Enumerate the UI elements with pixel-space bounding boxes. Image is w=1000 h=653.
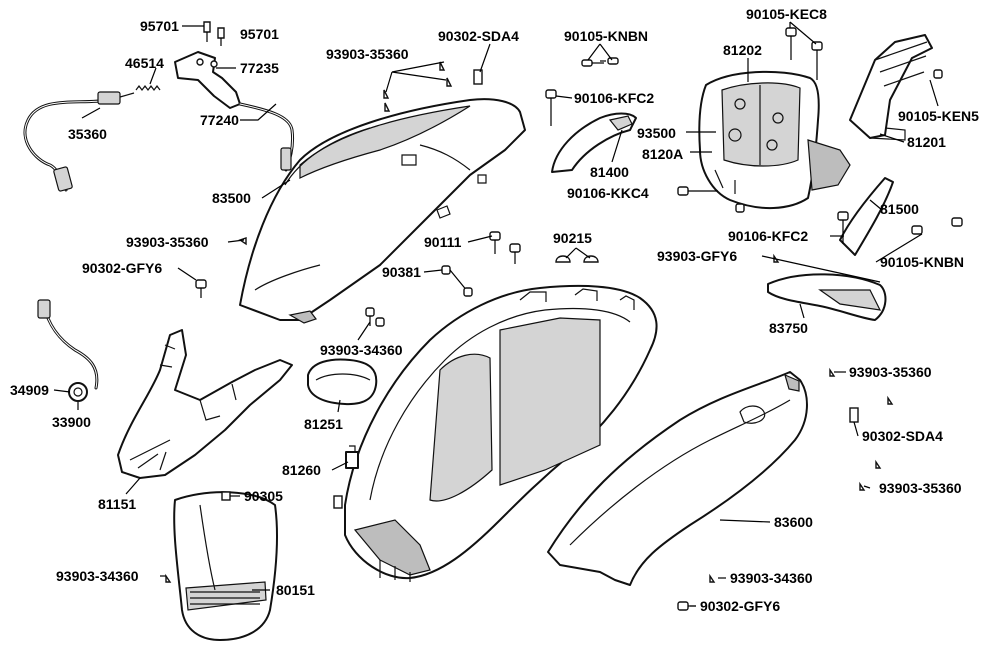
- seat-lock-cable: [23, 91, 135, 192]
- label-81151: 81151: [98, 496, 137, 512]
- seat: [698, 70, 851, 209]
- label-90302-GFY6-bottom: 90302-GFY6: [700, 598, 781, 614]
- front-lower-cover: [173, 491, 279, 641]
- seat-latch-bracket: [174, 51, 241, 109]
- lock-spring: [135, 85, 161, 91]
- body-cover-right: [547, 371, 808, 586]
- backrest-bracket: [849, 34, 933, 141]
- label-90302-SDA4-right: 90302-SDA4: [862, 428, 943, 444]
- label-83500: 83500: [212, 190, 251, 206]
- inner-cover: [117, 329, 293, 479]
- label-83600: 83600: [774, 514, 813, 530]
- latch-cable: [238, 102, 294, 172]
- luggage-box: [344, 284, 658, 582]
- label-34909: 34909: [10, 382, 49, 398]
- lid-clip: [345, 445, 359, 469]
- label-93903-34360-mid: 93903-34360: [320, 342, 403, 358]
- label-81260: 81260: [282, 462, 321, 478]
- label-93903-34360-left: 93903-34360: [56, 568, 139, 584]
- label-81400: 81400: [590, 164, 629, 180]
- label-33900: 33900: [52, 414, 91, 430]
- label-90106-KKC4: 90106-KKC4: [567, 185, 649, 201]
- label-90111: 90111: [424, 234, 462, 250]
- label-93903-35360-right-a: 93903-35360: [849, 364, 932, 380]
- label-95701-b: 95701: [240, 26, 279, 42]
- label-83750: 83750: [769, 320, 808, 336]
- label-80151: 80151: [276, 582, 315, 598]
- battery-lid: [307, 358, 378, 406]
- label-90105-KEC8: 90105-KEC8: [746, 6, 827, 22]
- label-8120A: 8120A: [642, 146, 684, 162]
- side-rail: [839, 177, 894, 256]
- label-81500: 81500: [880, 201, 919, 217]
- label-77235: 77235: [240, 60, 279, 76]
- label-93903-35360-top: 93903-35360: [326, 46, 409, 62]
- label-95701-a: 95701: [140, 18, 179, 34]
- label-90106-KFC2-right: 90106-KFC2: [728, 228, 809, 244]
- body-cover-left: [239, 98, 526, 324]
- label-90302-SDA4-top: 90302-SDA4: [438, 28, 519, 44]
- screw-95701-b: [217, 27, 225, 46]
- rear-carrier: [767, 273, 887, 321]
- label-90106-KFC2-top: 90106-KFC2: [574, 90, 655, 106]
- label-81251: 81251: [304, 416, 343, 432]
- label-93903-35360-right-b: 93903-35360: [879, 480, 962, 496]
- label-93903-GFY6: 93903-GFY6: [657, 248, 738, 264]
- screw-95701-a: [203, 21, 211, 42]
- grab-rail: [551, 112, 637, 173]
- label-93903-35360-left: 93903-35360: [126, 234, 209, 250]
- label-90105-KEN5: 90105-KEN5: [898, 108, 979, 124]
- label-90302-GFY6-left: 90302-GFY6: [82, 260, 163, 276]
- label-81201: 81201: [907, 134, 946, 150]
- label-90305: 90305: [244, 488, 283, 504]
- label-90105-KNBN-right: 90105-KNBN: [880, 254, 965, 270]
- leader-lines: [53, 21, 939, 607]
- label-93500: 93500: [637, 125, 676, 141]
- label-90215: 90215: [553, 230, 592, 246]
- label-35360: 35360: [68, 126, 107, 142]
- label-81202: 81202: [723, 42, 762, 58]
- label-93903-34360-bottom: 93903-34360: [730, 570, 813, 586]
- label-77240: 77240: [200, 112, 239, 128]
- label-90381: 90381: [382, 264, 421, 280]
- label-46514: 46514: [125, 55, 164, 71]
- label-90105-KNBN-top: 90105-KNBN: [564, 28, 649, 44]
